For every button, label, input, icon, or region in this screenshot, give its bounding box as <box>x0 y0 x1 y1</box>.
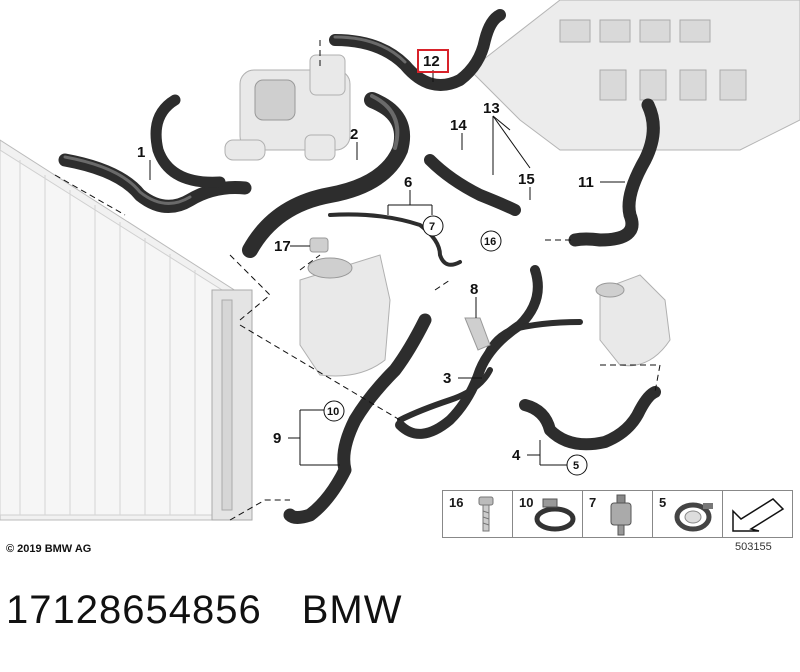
hose-11 <box>568 98 660 247</box>
hose-1 <box>58 94 252 213</box>
legend-cell-10: 10 <box>513 491 583 537</box>
highlight-box-12 <box>417 49 449 73</box>
thermostat-housing <box>224 54 351 161</box>
screw-icon <box>478 496 494 532</box>
callout-1: 1 <box>137 144 145 161</box>
legend-cell-5: 5 <box>653 491 723 537</box>
callout-15: 15 <box>518 171 535 188</box>
callout-14: 14 <box>450 117 467 134</box>
expansion-tank-small <box>595 274 671 367</box>
hose-3 <box>395 265 583 439</box>
hose-9 <box>283 313 432 524</box>
circled-callout-10: 10 <box>327 406 339 418</box>
clip-connector-icon <box>610 494 632 536</box>
part-number: 17128654856 <box>6 588 262 632</box>
radiator <box>0 139 253 521</box>
callout-9: 9 <box>273 430 281 447</box>
circled-callout-16: 16 <box>484 236 496 248</box>
parts-legend: 16 10 7 5 <box>442 490 793 538</box>
callout-13: 13 <box>483 100 500 117</box>
sensor-17 <box>309 237 329 253</box>
callout-2: 2 <box>350 126 358 143</box>
callout-8: 8 <box>470 281 478 298</box>
legend-number: 10 <box>519 495 534 510</box>
legend-number: 16 <box>449 495 464 510</box>
circled-callouts: 5 7 10 16 <box>323 215 588 476</box>
callout-4: 4 <box>512 447 521 464</box>
figure-number: 503155 <box>735 541 772 553</box>
hose-2 <box>242 92 411 258</box>
legend-cell-16: 16 <box>443 491 513 537</box>
leader-lines <box>149 70 625 466</box>
circled-callout-5: 5 <box>573 460 579 472</box>
legend-number: 7 <box>589 495 597 510</box>
callout-17: 17 <box>274 238 291 255</box>
spring-clamp-icon <box>674 502 713 532</box>
hose-4 <box>519 386 661 451</box>
arrow-icon <box>732 498 785 532</box>
brand-name: BMW <box>301 588 403 632</box>
hose-12 <box>329 9 506 91</box>
legend-cell-arrow <box>723 491 792 537</box>
expansion-tank <box>299 254 391 377</box>
callout-11: 11 <box>578 174 594 191</box>
callout-3: 3 <box>443 370 451 387</box>
hose-clamp-icon <box>534 498 576 532</box>
part-caption: 17128654856 BMW <box>6 588 402 633</box>
bracket-8 <box>464 317 491 351</box>
circled-callout-7: 7 <box>429 221 435 233</box>
callout-6: 6 <box>404 174 412 191</box>
callout-12: 12 <box>423 53 440 70</box>
engine-cylinder-head <box>469 0 800 151</box>
legend-cell-7: 7 <box>583 491 653 537</box>
copyright-notice: © 2019 BMW AG <box>6 543 92 555</box>
installation-guide-lines <box>54 40 661 521</box>
legend-number: 5 <box>659 495 667 510</box>
exploded-parts-diagram: 1 2 3 4 6 8 9 11 12 13 14 15 17 5 7 10 1… <box>0 0 800 524</box>
callout-labels: 1 2 3 4 6 8 9 11 12 13 14 15 17 <box>137 53 594 464</box>
hose-13 <box>424 154 521 216</box>
